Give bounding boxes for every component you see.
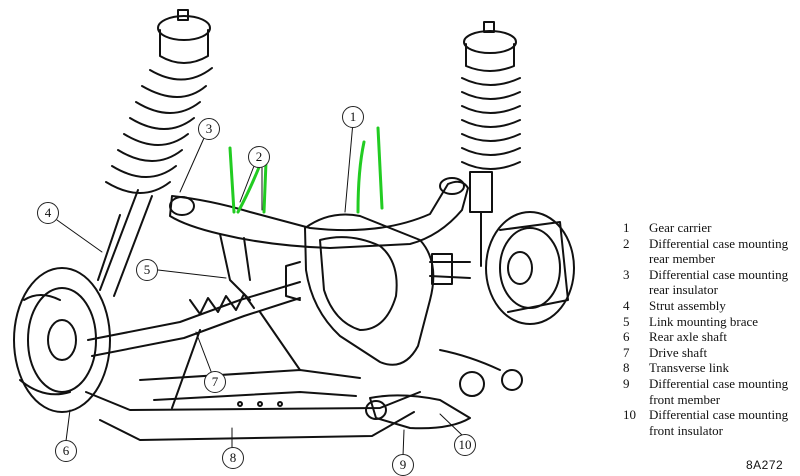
legend-label: Transverse link — [649, 360, 730, 376]
legend-item: 7 Drive shaft — [621, 345, 796, 361]
callout-3: 3 — [198, 118, 220, 140]
callout-10: 10 — [454, 434, 476, 456]
left-strut-assembly — [97, 9, 213, 297]
legend-item: 6 Rear axle shaft — [621, 329, 796, 345]
drive-shafts — [87, 253, 471, 357]
front-member — [365, 349, 523, 430]
legend-number: 4 — [623, 297, 630, 313]
callout-7: 7 — [204, 371, 226, 393]
legend-label: Rear axle shaft — [649, 329, 727, 345]
rear-member — [169, 177, 469, 249]
callout-6: 6 — [55, 440, 77, 462]
link-mounting-brace — [219, 233, 251, 301]
left-wheel-hub — [13, 267, 111, 413]
legend-number: 8 — [623, 360, 630, 376]
legend-label: Strut assembly — [649, 297, 726, 313]
legend-number: 9 — [623, 375, 630, 391]
legend-number: 6 — [623, 329, 630, 345]
legend-item: 9 Differential case mounting front member — [621, 376, 796, 407]
callout-5: 5 — [136, 259, 158, 281]
legend-label: Gear carrier — [649, 220, 712, 235]
legend-label: Differential case mounting front member — [649, 375, 789, 407]
legend-number: 7 — [623, 344, 630, 360]
legend-label: Link mounting brace — [649, 313, 759, 329]
legend-item: 8 Transverse link — [621, 360, 796, 376]
callout-4: 4 — [37, 202, 59, 224]
legend-item: 5 Link mounting brace — [621, 314, 796, 330]
legend-item: 3 Differential case mounting rear insulat… — [621, 267, 796, 298]
gear-carrier — [285, 213, 435, 366]
callout-9: 9 — [392, 454, 414, 476]
callout-8: 8 — [222, 447, 244, 469]
right-wheel-hub — [485, 211, 575, 325]
legend-number: 1 — [623, 220, 630, 235]
leader-lines — [56, 121, 464, 457]
legend-label: Differential case mounting rear insulato… — [649, 266, 789, 298]
legend-number: 10 — [623, 407, 636, 423]
reference-code: 8A272 — [746, 458, 784, 472]
legend-number: 3 — [623, 266, 630, 282]
legend-item: 4 Strut assembly — [621, 298, 796, 314]
legend-number: 2 — [623, 235, 630, 251]
callout-1: 1 — [342, 106, 364, 128]
legend-number: 5 — [623, 313, 630, 329]
legend-label: Differential case mounting front insulat… — [649, 407, 789, 438]
right-strut-assembly — [461, 21, 521, 267]
legend-item: 1 Gear carrier — [621, 220, 796, 236]
legend-item: 2 Differential case mounting rear member — [621, 236, 796, 267]
legend-label: Drive shaft — [649, 344, 708, 360]
legend-label: Differential case mounting rear member — [649, 235, 789, 267]
legend-item: 10 Differential case mounting front insul… — [621, 407, 796, 438]
callout-2: 2 — [248, 146, 270, 168]
